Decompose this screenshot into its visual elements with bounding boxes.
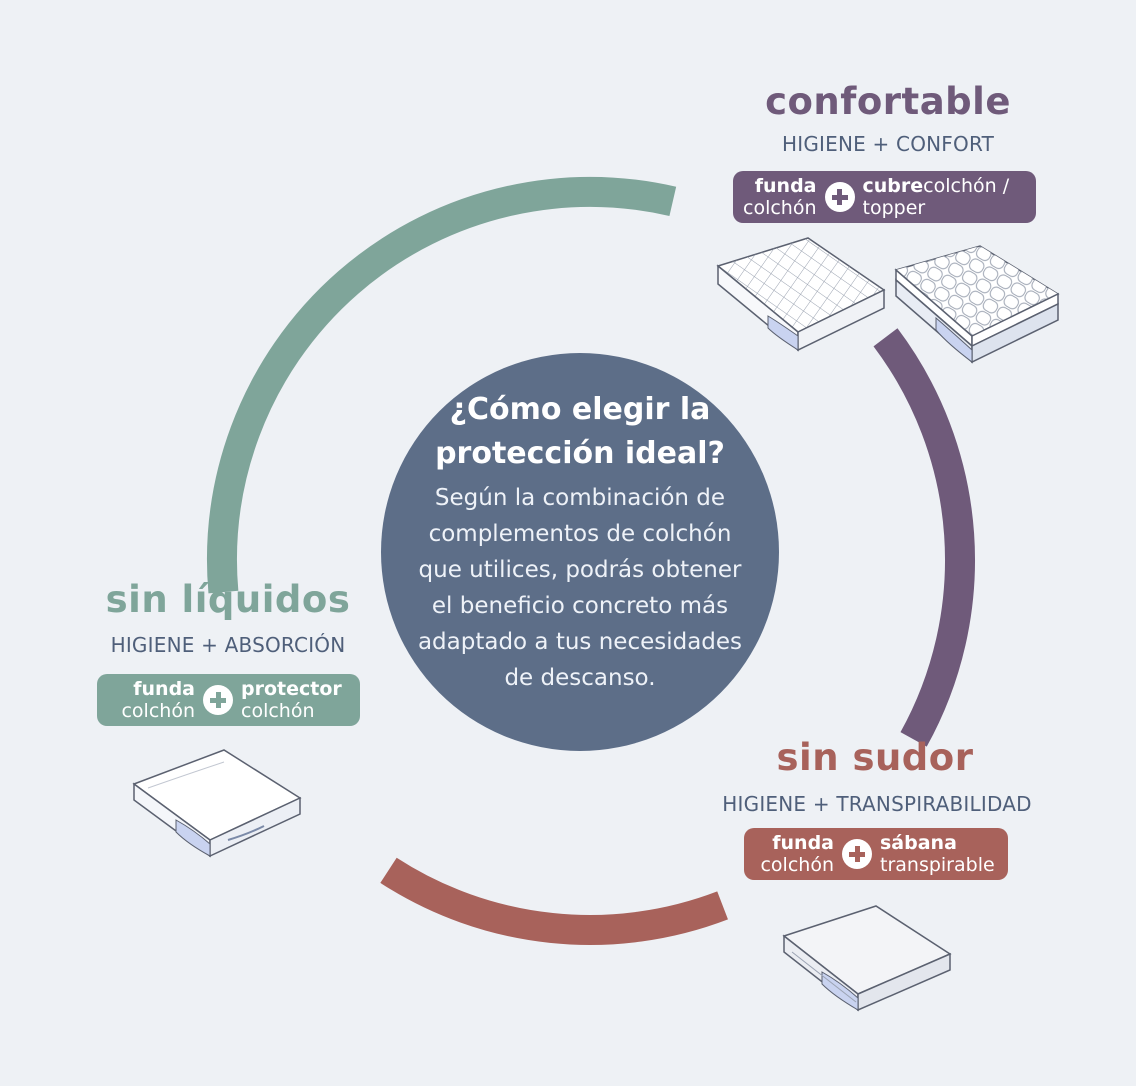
fitted-sheet-mattress-icon <box>782 905 952 1012</box>
center-text-line: Según la combinación de <box>434 485 726 511</box>
combo-right-bold: cubre <box>862 175 924 197</box>
arc-green <box>206 176 677 594</box>
center-title: ¿Cómo elegir la protección ideal? <box>435 388 725 476</box>
combo-left-bold: funda <box>772 832 834 854</box>
combo-right: sábana transpirable <box>880 832 995 876</box>
center-text-line: adaptado a tus necesidades <box>417 629 743 655</box>
center-title-line: protección ideal? <box>435 436 725 471</box>
combo-right-light: transpirable <box>880 854 995 876</box>
combo-right-inline: colchón / <box>923 175 1010 197</box>
sin-sudor-title: sin sudor <box>776 736 974 779</box>
combo-left-light: colchón <box>760 854 834 876</box>
combo-left-bold: funda <box>133 678 195 700</box>
confortable-title: confortable <box>765 80 1011 123</box>
combo-left-bold: funda <box>754 175 817 197</box>
center-text-line: complementos de colchón <box>428 521 732 547</box>
confortable-combo-pill: funda colchón cubrecolchón / topper <box>733 171 1036 223</box>
center-text-line: de descanso. <box>504 665 656 691</box>
combo-right: protector colchón <box>241 678 342 722</box>
arc-purple <box>873 328 976 747</box>
combo-left: funda colchón <box>107 678 195 722</box>
combo-right: cubrecolchón / topper <box>863 175 1010 219</box>
center-text-line: el beneficio concreto más <box>431 593 729 619</box>
sin-liquidos-title: sin líquidos <box>105 578 351 621</box>
sin-sudor-combo-pill: funda colchón sábana transpirable <box>744 828 1008 880</box>
combo-right-light: topper <box>862 197 926 219</box>
combo-right-bold: sábana <box>880 832 957 854</box>
plus-circle-icon <box>824 182 855 212</box>
confortable-subtitle: HIGIENE + CONFORT <box>781 132 994 156</box>
center-title-line: ¿Cómo elegir la <box>449 392 711 427</box>
plus-circle-icon <box>842 839 872 869</box>
arc-red <box>380 857 728 945</box>
sin-liquidos-subtitle: HIGIENE + ABSORCIÓN <box>110 633 346 657</box>
topper-mattress-icon <box>894 245 1060 364</box>
plus-circle-icon <box>203 685 233 715</box>
center-circle: ¿Cómo elegir la protección ideal? Según … <box>381 353 779 751</box>
combo-right-bold: protector <box>241 678 342 700</box>
sin-liquidos-combo-pill: funda colchón protector colchón <box>97 674 360 726</box>
center-description: Según la combinación de complementos de … <box>418 480 742 696</box>
combo-left: funda colchón <box>754 832 834 876</box>
mattress-protector-icon <box>132 749 302 858</box>
combo-left-light: colchón <box>121 700 195 722</box>
combo-left-light: colchón <box>743 197 817 219</box>
combo-right-light: colchón <box>241 700 315 722</box>
sin-sudor-subtitle: HIGIENE + TRANSPIRABILIDAD <box>722 792 1032 816</box>
combo-left: funda colchón <box>743 175 817 219</box>
quilted-mattress-cover-icon <box>716 237 886 352</box>
center-text-line: que utilices, podrás obtener <box>418 557 742 583</box>
